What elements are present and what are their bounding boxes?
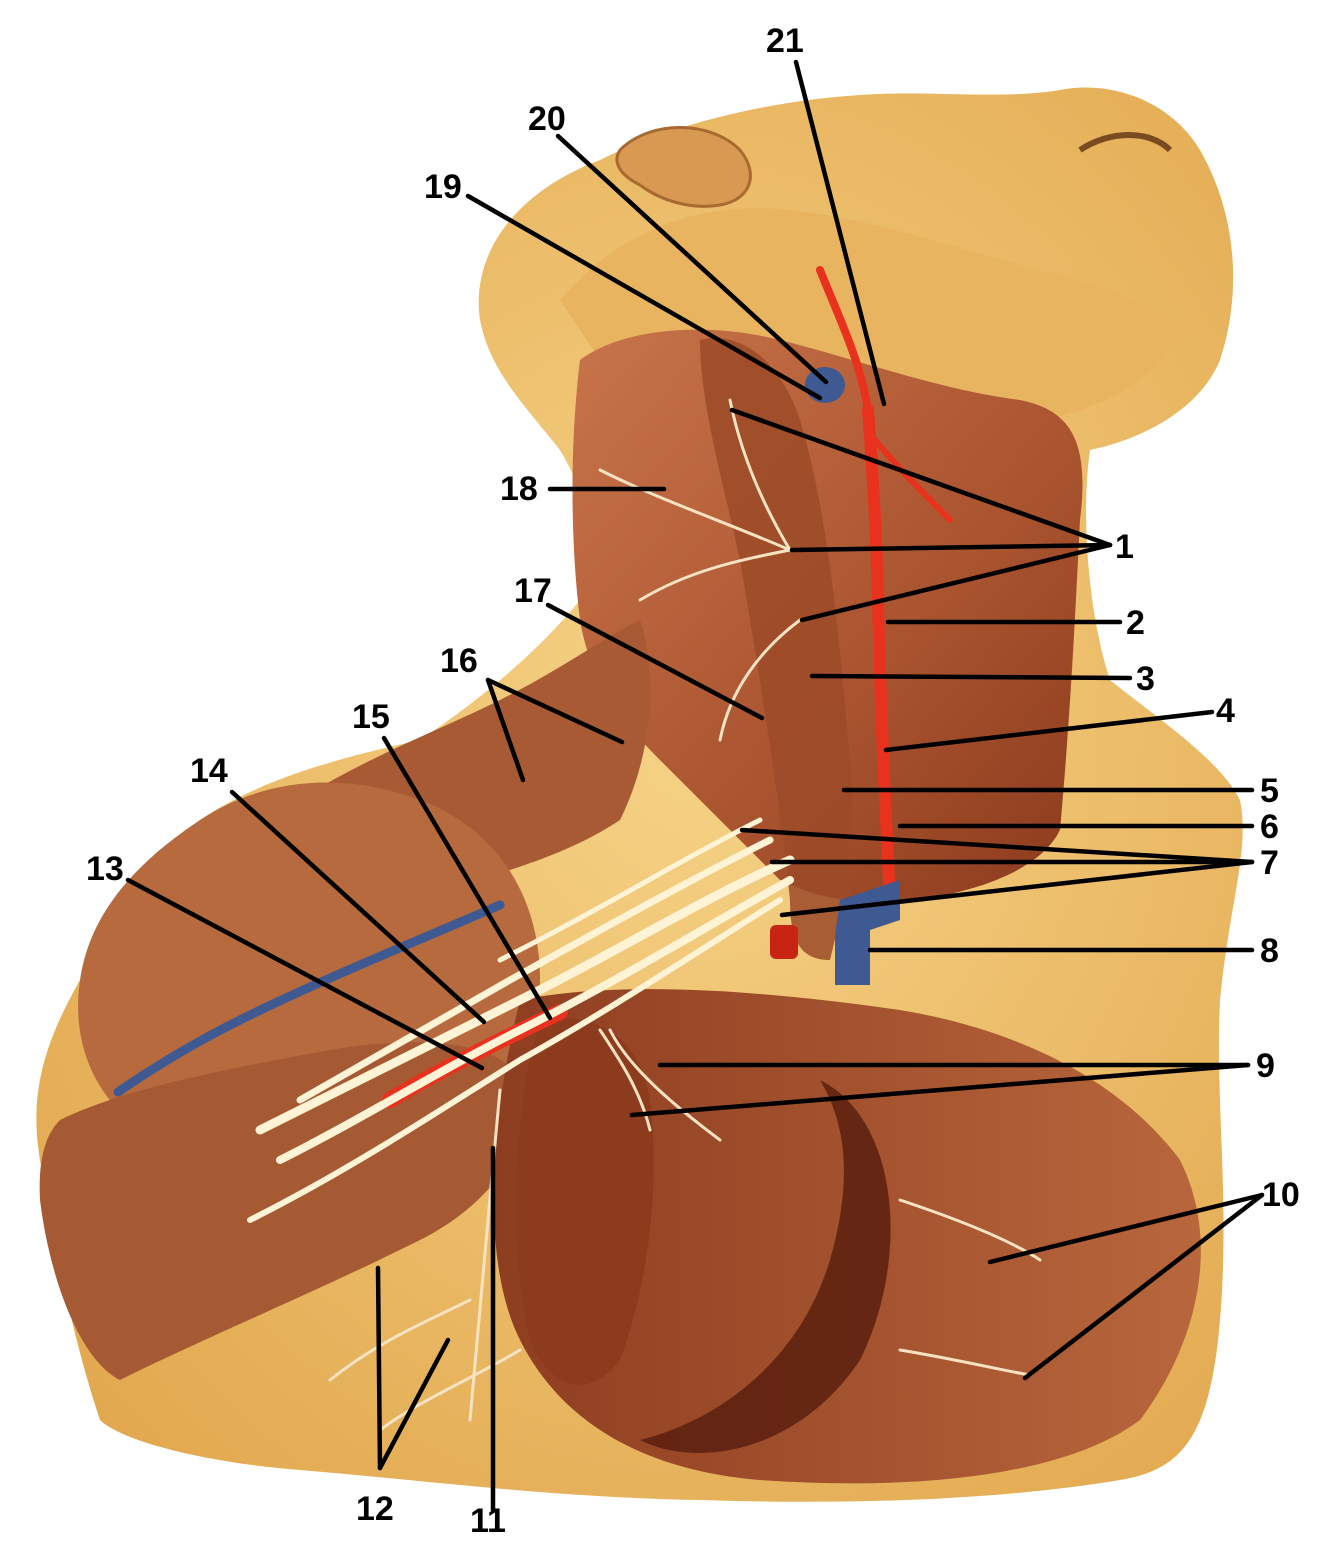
label-9: 9: [1256, 1047, 1275, 1085]
leader-lines: [125, 59, 1265, 1513]
mouth: [1078, 132, 1173, 153]
label-2: 2: [1126, 604, 1145, 642]
number-labels: 1 2 3 4 5 6 7 8 9 10 11 12 13 14 15 16 1…: [86, 22, 1300, 1540]
sternocleidomastoid: [700, 338, 852, 961]
internal-carotid-branch: [872, 437, 953, 523]
label-16: 16: [440, 642, 478, 680]
leader-19: [465, 193, 823, 401]
label-21: 21: [766, 22, 804, 60]
leader-14: [229, 789, 487, 1025]
leader-10-b: [1022, 1192, 1265, 1381]
label-19: 19: [424, 168, 462, 206]
label-5: 5: [1260, 772, 1279, 810]
common-carotid-artery: [862, 404, 896, 906]
label-17: 17: [514, 572, 552, 610]
leader-20: [555, 133, 829, 385]
label-13: 13: [86, 850, 124, 888]
label-10: 10: [1262, 1176, 1300, 1214]
leader-10-a: [987, 1192, 1265, 1265]
label-14: 14: [190, 752, 228, 790]
label-20: 20: [528, 100, 566, 138]
ear: [615, 126, 752, 208]
cephalic-vein: [113, 900, 505, 1097]
leader-16-a: [485, 677, 526, 783]
label-12: 12: [356, 1490, 394, 1528]
leader-17: [545, 602, 765, 721]
leader-1-a: [729, 407, 1113, 548]
label-4: 4: [1216, 692, 1235, 730]
label-11: 11: [470, 1502, 506, 1540]
leader-1-c: [799, 542, 1113, 623]
leader-7-a: [739, 827, 1255, 865]
label-7: 7: [1260, 844, 1279, 882]
leader-3: [809, 673, 1133, 681]
label-18: 18: [500, 470, 538, 508]
leader-12-a: [375, 1265, 383, 1471]
cervical-nerves: [328, 398, 1042, 1432]
label-3: 3: [1136, 660, 1155, 698]
label-8: 8: [1260, 932, 1279, 970]
label-15: 15: [352, 698, 390, 736]
leader-13: [125, 877, 485, 1071]
leader-9-b: [629, 1062, 1251, 1118]
leader-1-b: [789, 542, 1113, 553]
mandible-region: [560, 208, 1180, 423]
brachial-plexus: [247, 817, 795, 1223]
leader-15: [381, 735, 553, 1021]
artery-cut-end: [770, 925, 798, 959]
upper-arm: [39, 1042, 526, 1380]
label-6: 6: [1260, 808, 1279, 846]
axillary-shadow: [640, 1080, 891, 1454]
jugular-vein-upper: [805, 367, 845, 403]
external-carotid-branch: [816, 266, 872, 414]
leader-7-c: [779, 859, 1255, 918]
label-1: 1: [1115, 528, 1134, 566]
leader-4: [883, 709, 1215, 753]
pectoralis-minor: [516, 1018, 654, 1385]
leader-12-b: [377, 1337, 451, 1471]
leader-21: [793, 59, 887, 407]
leader-16-b: [485, 677, 625, 745]
